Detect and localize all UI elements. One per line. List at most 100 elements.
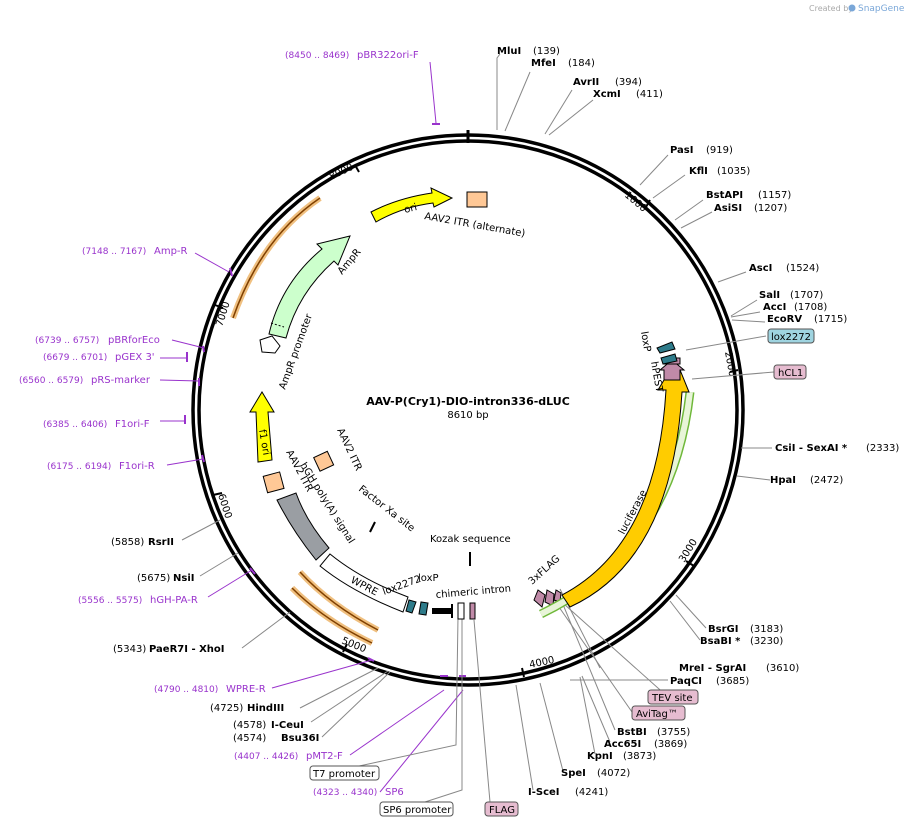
hcl1-tag-label: hCL1 <box>778 368 803 379</box>
primer-range: (6679 .. 6701) <box>43 353 107 363</box>
snapgene-watermark: Created by SnapGene <box>809 4 905 14</box>
ruler-tick <box>214 304 224 309</box>
ori-arrow <box>370 187 454 223</box>
feature-leader <box>551 596 633 713</box>
enzyme-name: AsiSI <box>714 203 742 214</box>
enzyme-leader <box>241 611 291 649</box>
primer-labels: (8450 .. 8469) pBR322ori-F (7148 .. 7167… <box>19 50 419 798</box>
aav2-itr-label-inner: AAV2 ITR <box>334 427 363 473</box>
enzyme-name: Bsu36I <box>281 733 319 744</box>
enzyme-name: Acc65I <box>604 739 641 750</box>
primer-name: pBR322ori-F <box>357 50 419 61</box>
enzyme-name: AvrII <box>573 77 599 88</box>
enzyme-leader <box>548 99 594 136</box>
enzyme-pos: (3685) <box>716 676 749 687</box>
enzyme-leader <box>731 319 766 323</box>
enzyme-name: PaqCI <box>670 676 702 687</box>
enzyme-name: AscI <box>749 263 772 274</box>
flag-marker <box>469 602 476 620</box>
enzyme-leader <box>496 53 501 130</box>
factor-xa-label: Factor Xa site <box>356 484 416 535</box>
enzyme-name: I-SceI <box>528 787 560 798</box>
enzyme-leader <box>579 676 596 755</box>
primer-mark <box>249 567 256 575</box>
primer-name: SP6 <box>385 787 404 798</box>
enzyme-pos: (4072) <box>597 768 630 779</box>
enzyme-labels: MluI (139) MfeI (184) AvrII (394) XcmI (… <box>111 46 899 798</box>
hcl1-tag <box>773 364 807 380</box>
lox2272-marker <box>405 599 417 614</box>
primer-range: (5556 .. 5575) <box>78 596 142 606</box>
enzyme-name: PasI <box>670 145 693 156</box>
enzyme-name: RsrII <box>148 537 174 548</box>
enzyme-pos: (1707) <box>790 290 823 301</box>
enzyme-name: AccI <box>763 302 786 313</box>
ampr-arrow <box>268 235 351 339</box>
enzyme-pos: (139) <box>533 46 560 57</box>
enzyme-name: BsaBI * <box>700 636 741 647</box>
ruler-tick <box>212 492 223 496</box>
enzyme-name: SpeI <box>561 768 586 779</box>
enzyme-name: MreI - SgrAI <box>679 663 746 674</box>
enzyme-name: SalI <box>759 290 780 301</box>
lox2272-tag-label: lox2272 <box>771 332 811 343</box>
avitag-tag-label: AviTag™ <box>636 709 678 720</box>
f1-ori-arrow <box>249 391 275 463</box>
enzyme-pos: (411) <box>636 89 663 100</box>
enzyme-pos: (1157) <box>758 190 791 201</box>
primer-mark <box>202 345 205 353</box>
primer-leader <box>166 458 204 466</box>
feature-leader <box>691 371 775 380</box>
enzyme-leader <box>717 271 747 283</box>
backbone <box>191 130 745 687</box>
f1-ori-label: f1 ori <box>256 429 271 457</box>
factor-xa-marker <box>369 521 376 533</box>
ruler-tick <box>685 560 695 567</box>
enzyme-name: KpnI <box>587 751 613 762</box>
primer-name: pBRforEco <box>108 335 160 346</box>
enzyme-pos: (3869) <box>654 739 687 750</box>
ruler-tick <box>729 369 739 373</box>
feature-leader <box>424 617 463 803</box>
t7-promoter-tag-label: T7 promoter <box>312 769 376 780</box>
enzyme-name: CsiI - SexAI * <box>775 443 848 454</box>
primer-leader <box>429 61 437 124</box>
primer-range: (6175 .. 6194) <box>47 462 111 472</box>
enzyme-name: EcoRV <box>767 314 802 325</box>
enzyme-name: HindIII <box>247 703 284 714</box>
enzyme-pos: (1207) <box>754 203 787 214</box>
primer-name: hGH-PA-R <box>150 595 198 606</box>
hgh-region-arc <box>289 585 374 646</box>
enzyme-pos: (3183) <box>750 624 783 635</box>
primer-leader <box>171 339 205 349</box>
enzyme-pos: (4578) <box>233 720 266 731</box>
feature-leaders <box>349 335 775 803</box>
amp-region-arc-line <box>232 197 321 319</box>
watermark-brand: SnapGene <box>858 4 905 14</box>
3xflag-label: 3xFLAG <box>527 553 563 587</box>
primer-name: pMT2-F <box>306 751 343 762</box>
enzyme-pos: (1715) <box>814 314 847 325</box>
enzyme-name: MfeI <box>531 58 556 69</box>
enzyme-pos: (919) <box>706 145 733 156</box>
primer-leader <box>271 659 373 689</box>
tev-site-tag <box>647 689 699 705</box>
enzyme-leader <box>581 675 611 743</box>
hpest-arrow <box>658 359 686 381</box>
hgh-region-arc-line <box>291 587 373 644</box>
hpest-label: hPEST <box>648 361 664 394</box>
primer-leader <box>194 252 230 273</box>
enzyme-pos: (1524) <box>786 263 819 274</box>
hgh-polya-bar <box>276 492 330 561</box>
enzyme-leader <box>515 684 534 791</box>
primer-range: (4323 .. 4340) <box>313 788 377 798</box>
primer-name: F1ori-R <box>119 461 155 472</box>
aav2-itr-box-left <box>262 471 285 494</box>
primer-leader <box>349 689 445 756</box>
luciferase-arrow <box>561 358 690 608</box>
primer-leader <box>207 569 253 598</box>
kozak-label: Kozak sequence <box>430 534 511 545</box>
primer-mark <box>367 657 375 662</box>
primer-range: (6560 .. 6579) <box>19 376 83 386</box>
